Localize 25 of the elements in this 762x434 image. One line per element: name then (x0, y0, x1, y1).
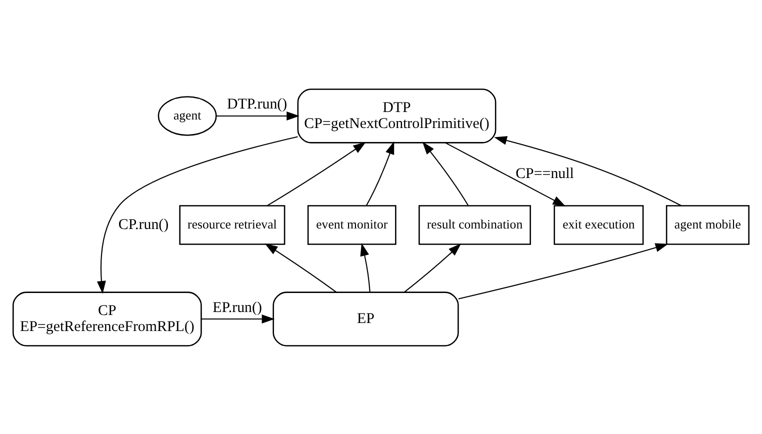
edge-label: EP.run() (212, 299, 262, 316)
node-ellipse: agent (158, 96, 217, 136)
node-box: exit execution (554, 204, 644, 244)
arrow (201, 314, 275, 323)
arrow (360, 242, 370, 292)
edge-label: CP.run() (118, 216, 169, 232)
arrow (422, 141, 469, 206)
arrow (458, 242, 668, 299)
arrow (266, 142, 366, 206)
node-box: DTP CP=getNextControlPrimitive() (297, 88, 496, 143)
node-box: result combination (418, 204, 531, 244)
arrow (366, 140, 394, 206)
node-box: event monitor (307, 204, 396, 244)
node-box: EP (272, 291, 459, 346)
node-box: CP EP=getReferenceFromRPL() (12, 291, 202, 346)
arrow (404, 243, 462, 292)
arrow (96, 136, 298, 294)
arrow (216, 111, 300, 120)
node-box: resource retrieval (179, 204, 286, 244)
arrow (445, 142, 566, 206)
arrow (264, 243, 337, 292)
edge-label: DTP.run() (226, 96, 288, 112)
edge-label: CP==null (516, 166, 574, 182)
arrow (494, 136, 682, 206)
node-box: agent mobile (666, 204, 750, 244)
